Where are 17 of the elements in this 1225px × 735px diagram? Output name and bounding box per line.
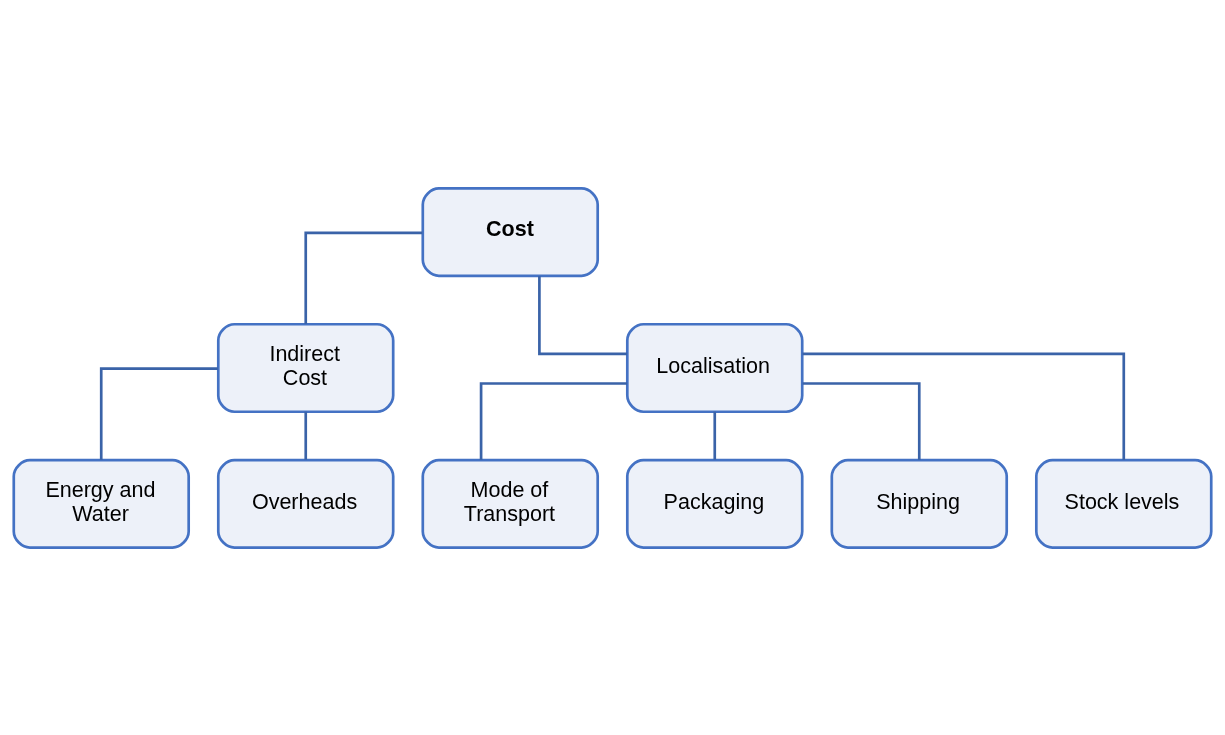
connector bbox=[99, 366, 218, 460]
node-box: Stock levels bbox=[1034, 458, 1213, 549]
connector bbox=[802, 381, 921, 460]
node-box: Overheads bbox=[216, 458, 395, 549]
connector bbox=[802, 352, 1126, 460]
node-box: Mode of Transport bbox=[421, 458, 600, 549]
connector bbox=[304, 230, 423, 324]
connector bbox=[538, 275, 628, 355]
node-box: Localisation bbox=[625, 322, 804, 413]
node-box: Indirect Cost bbox=[216, 322, 395, 413]
connector bbox=[304, 411, 308, 460]
node-box: Packaging bbox=[625, 458, 804, 549]
node-box: Cost bbox=[421, 186, 600, 277]
node-box: Shipping bbox=[830, 458, 1009, 549]
connector bbox=[713, 411, 717, 460]
node-box: Energy and Water bbox=[12, 458, 191, 549]
connector bbox=[479, 381, 628, 460]
